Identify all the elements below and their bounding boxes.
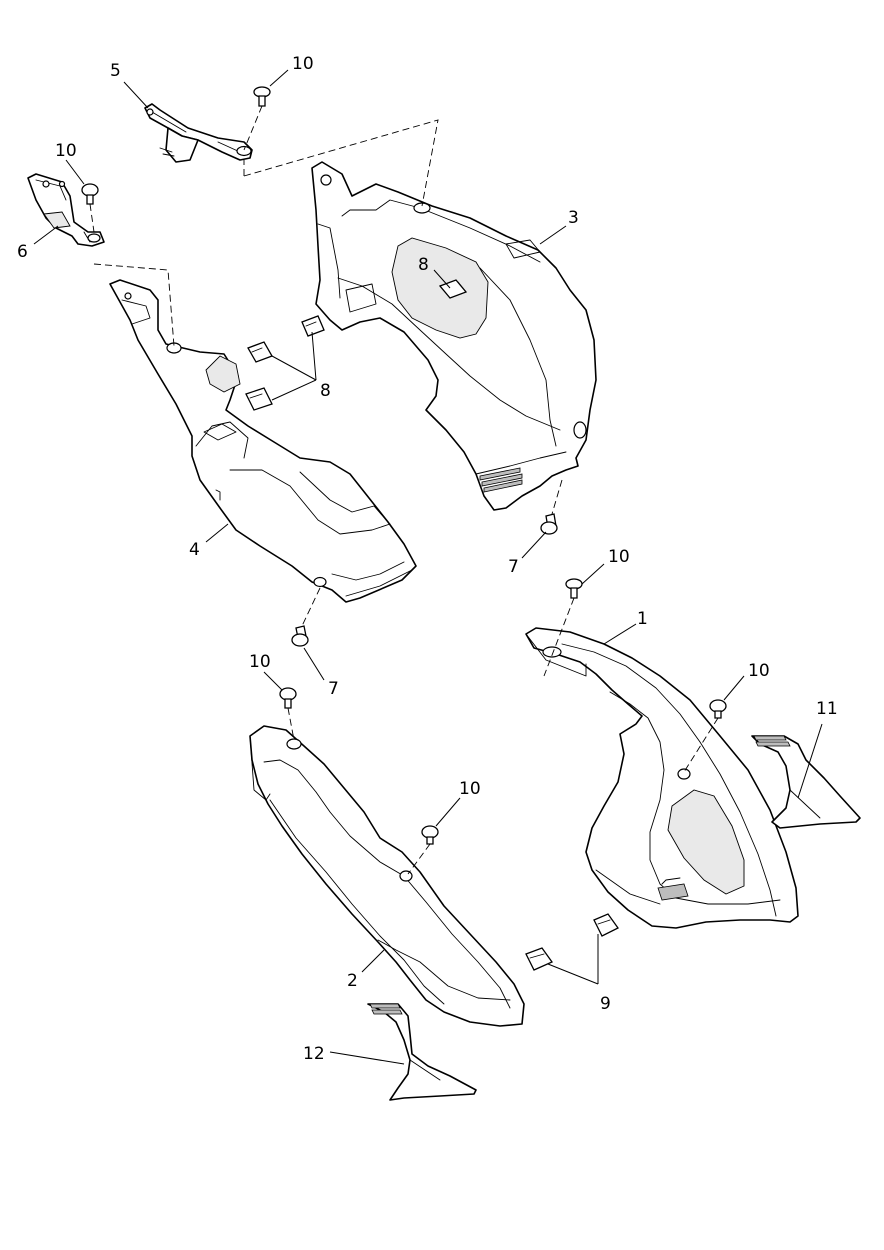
screw-10b	[81, 183, 99, 205]
part-3-panel	[311, 161, 597, 511]
screw-10a	[253, 86, 271, 107]
screw-10e	[709, 699, 727, 719]
part-9-clips	[525, 913, 619, 971]
callout-10-top: 10	[292, 54, 314, 74]
callout-10-right: 10	[748, 661, 770, 681]
callout-10-left: 10	[55, 141, 77, 161]
part-5-bracket	[144, 103, 253, 163]
screw-10d	[279, 687, 297, 709]
callout-8-upper: 8	[418, 255, 429, 275]
callout-labels: 5 10 10 6 3 8 8 4 7 10 1 7 10 10 11 10 2…	[17, 54, 838, 1064]
callout-7-right: 7	[508, 557, 519, 577]
part-6-bracket	[27, 173, 105, 247]
part-1-panel	[525, 627, 799, 929]
assembly-lines	[89, 105, 719, 875]
part-7-bolts	[291, 513, 558, 647]
callout-7-left: 7	[328, 679, 339, 699]
callout-2: 2	[347, 971, 358, 991]
part-2-panel	[249, 725, 525, 1027]
part-4-panel	[109, 279, 417, 603]
callout-10-mid: 10	[608, 547, 630, 567]
callout-3: 3	[568, 208, 579, 228]
screw-10c	[565, 578, 583, 599]
bolt-7a	[540, 513, 558, 535]
callout-10-lower-left: 10	[249, 652, 271, 672]
callout-5: 5	[110, 61, 121, 81]
callout-12: 12	[303, 1044, 325, 1064]
part-12-trim	[367, 1003, 477, 1101]
callout-6: 6	[17, 242, 28, 262]
callout-11: 11	[816, 699, 838, 719]
bolt-7b	[291, 625, 309, 647]
callout-10-center: 10	[459, 779, 481, 799]
part-11-trim	[751, 735, 861, 829]
screw-10f	[421, 825, 439, 845]
leader-lines	[33, 69, 823, 1065]
part-10-screws	[81, 86, 727, 845]
callout-9: 9	[600, 994, 611, 1014]
callout-4: 4	[189, 540, 200, 560]
callout-1: 1	[637, 609, 648, 629]
callout-8-lower: 8	[320, 381, 331, 401]
